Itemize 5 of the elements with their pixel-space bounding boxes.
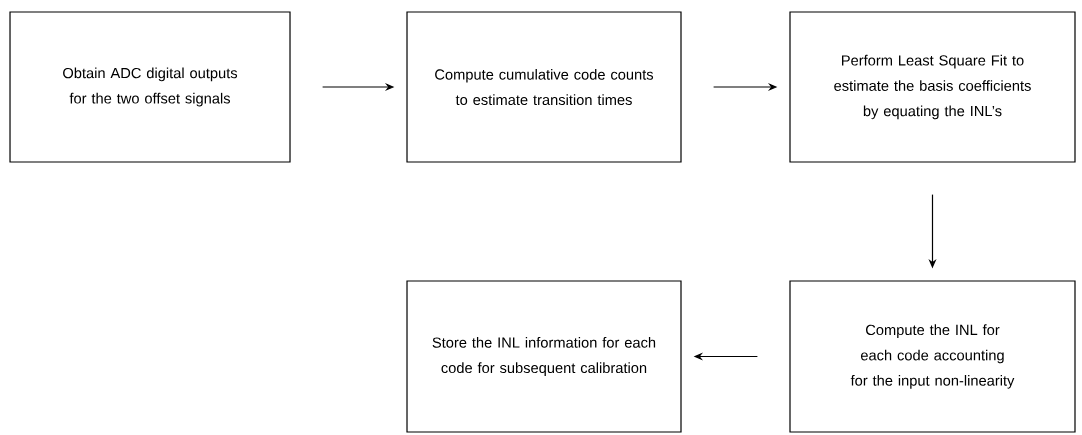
process-box: Store the INL information for each code for subsequent calibration (406, 280, 682, 433)
process-box: Obtain ADC digital outputs for the two offset signals (9, 11, 291, 163)
process-box: Compute cumulative code counts to estimate transition times (406, 11, 682, 163)
process-box: Perform Least Square Fit to estimate the basis coefficients by equating the INL’s (789, 11, 1076, 163)
process-box: Compute the INL for each code accounting for the input non-linearity (789, 280, 1076, 433)
